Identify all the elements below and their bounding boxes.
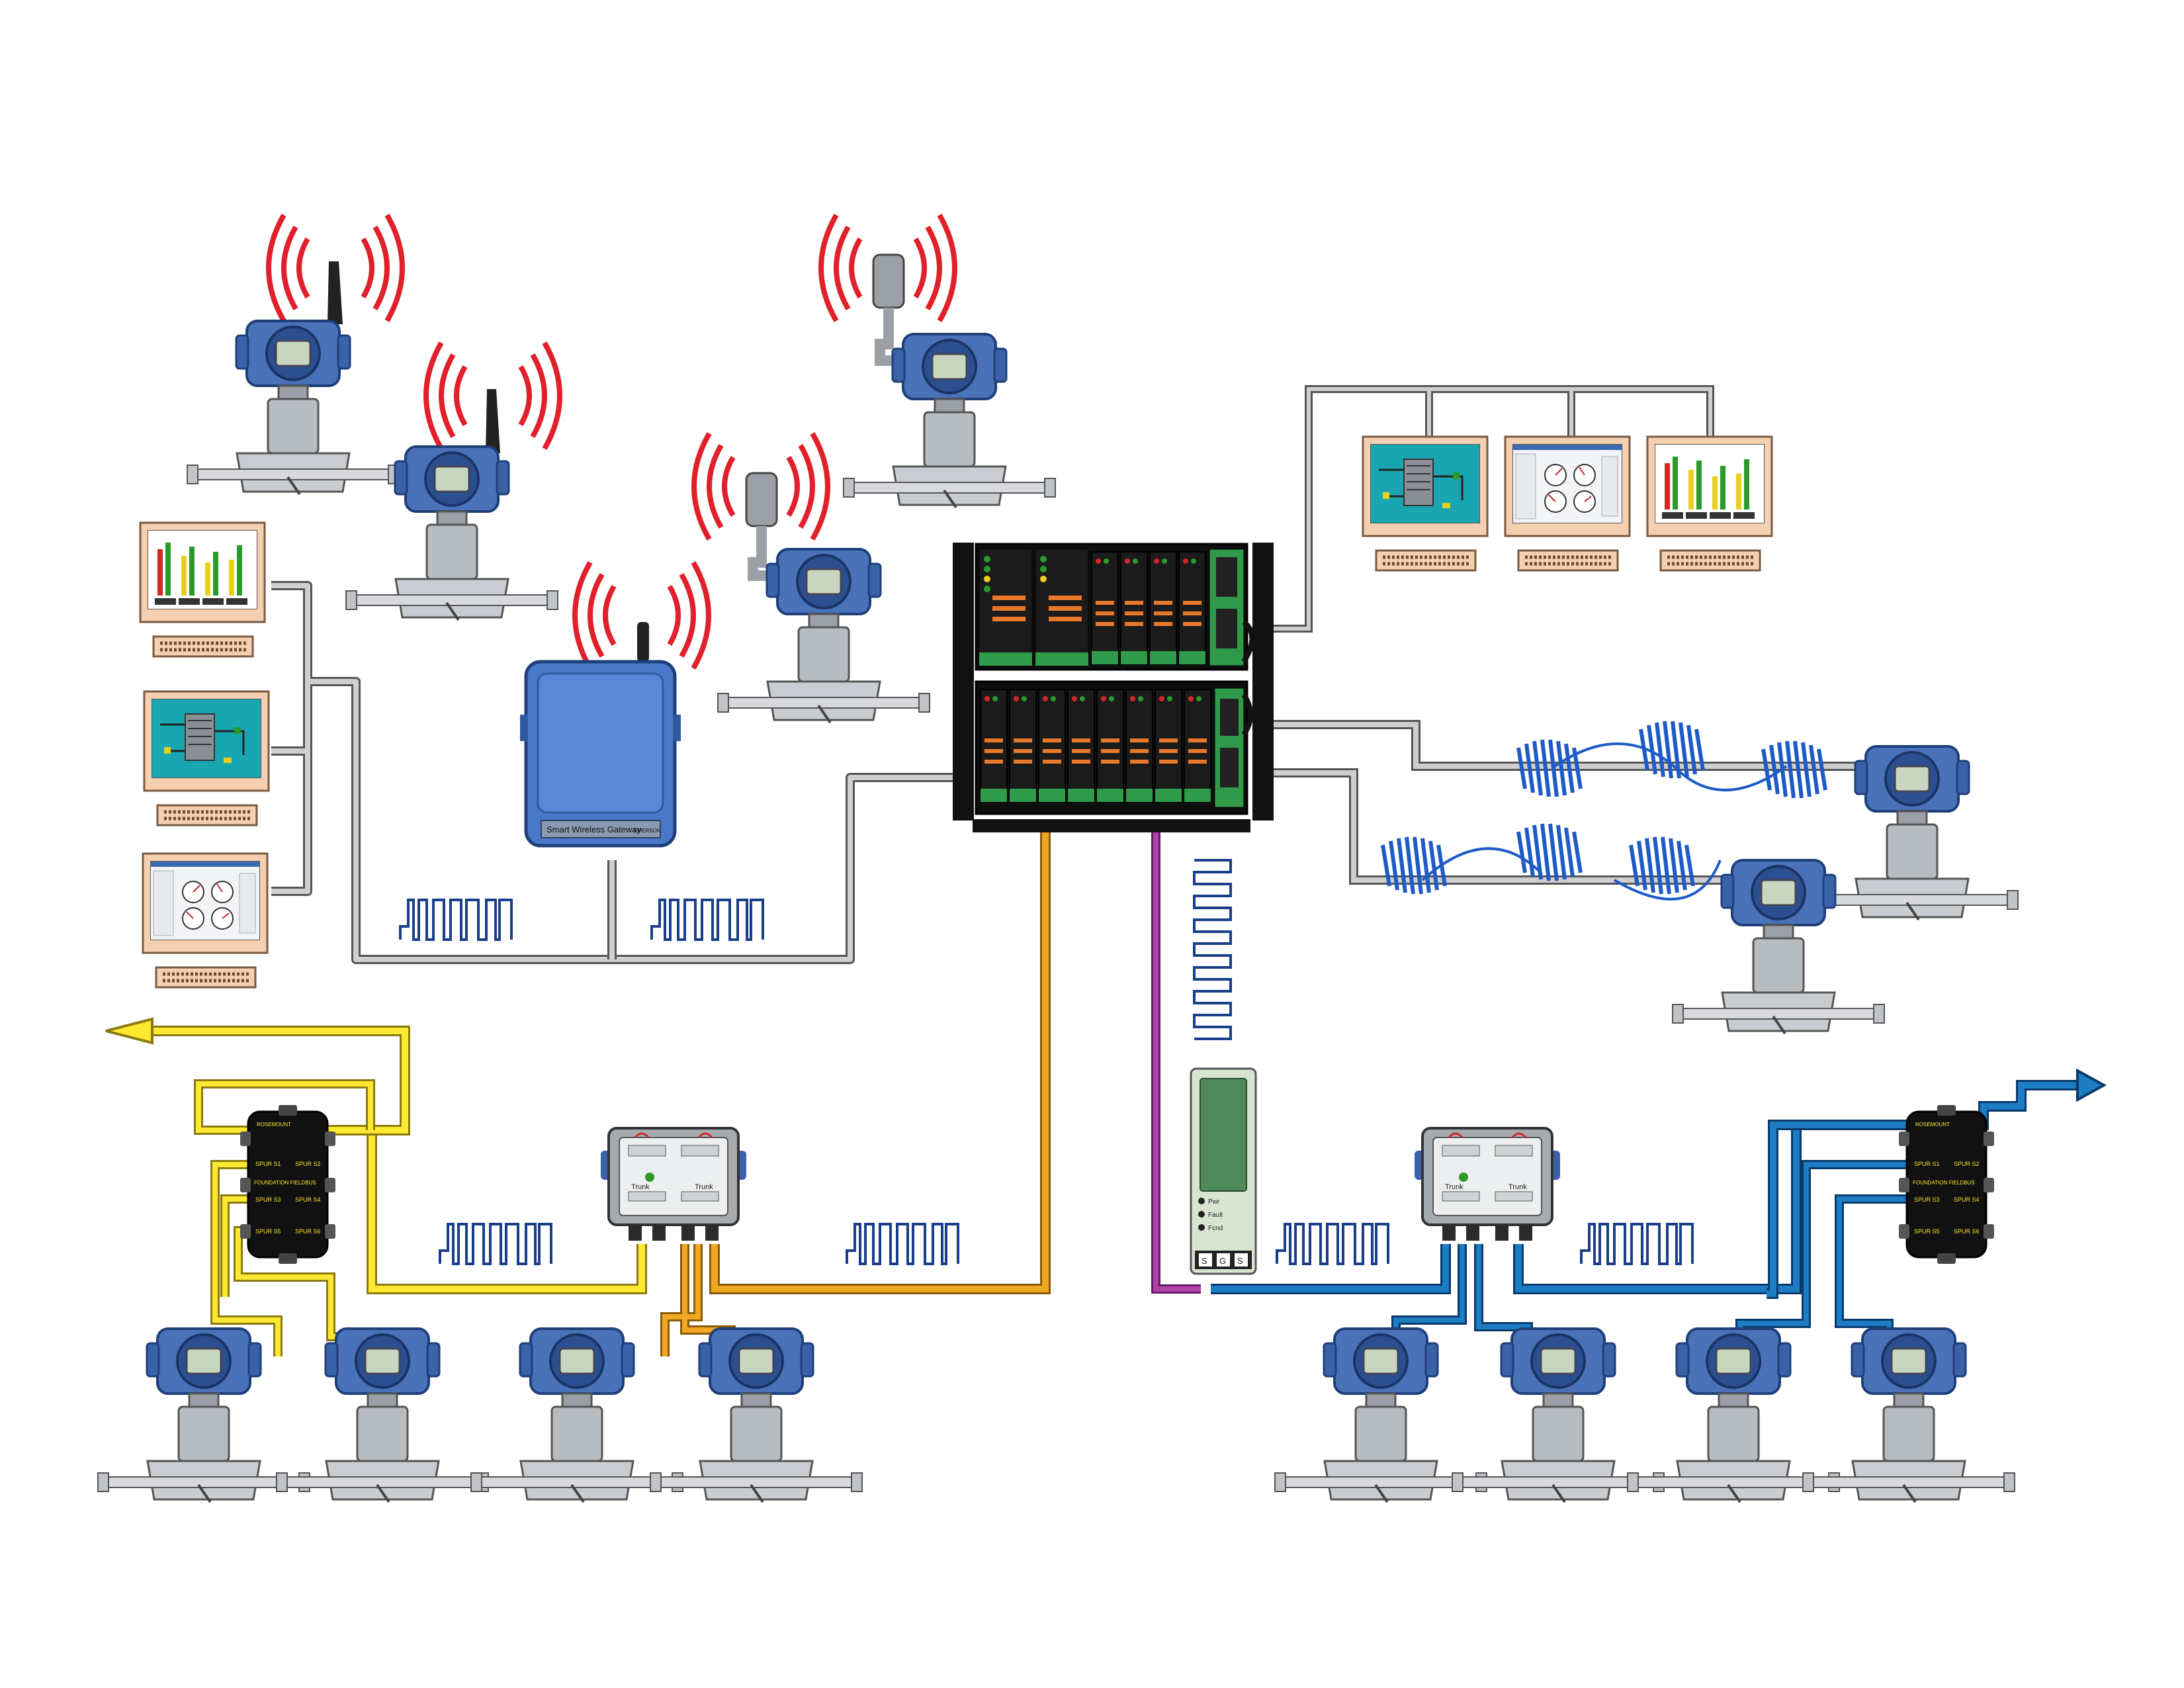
- power-conditioner-link: [1151, 830, 1201, 1294]
- io-card: [1009, 689, 1037, 803]
- spur-block-title: FOUNDATION FIELDBUS: [1913, 1180, 1975, 1186]
- antenna-icon: [328, 261, 343, 324]
- power-supply-module: [1209, 549, 1255, 666]
- controller-module: [979, 549, 1033, 666]
- terminal-g: G: [1219, 1256, 1226, 1266]
- wireless-transmitter-power-module[interactable]: [821, 215, 1057, 509]
- spur-block-brand: ROSEMOUNT: [257, 1122, 291, 1128]
- signal-wave-orange: [846, 1223, 959, 1265]
- power-module-icon: [745, 472, 778, 527]
- signal-wave-blue-left: [1276, 1223, 1389, 1265]
- spur-label-s1: SPUR S1: [1914, 1161, 1940, 1167]
- led-label-fault: Fault: [1208, 1212, 1223, 1219]
- power-module-icon: [872, 253, 905, 309]
- io-card: [1038, 689, 1066, 803]
- spur-label-s3: SPUR S3: [1914, 1196, 1940, 1203]
- workstation-gauges[interactable]: [143, 854, 267, 987]
- trunk-label: Trunk: [1445, 1183, 1463, 1191]
- spur-label-s2: SPUR S2: [1954, 1161, 1980, 1167]
- workstation-trend[interactable]: [140, 523, 265, 656]
- workstation-gauges[interactable]: [1505, 437, 1630, 570]
- io-card: [1096, 689, 1124, 803]
- control-network-left: [271, 581, 953, 964]
- wireless-transmitter[interactable]: [345, 343, 560, 621]
- led-label-fcnd: Fcnd: [1208, 1225, 1223, 1232]
- signal-wave-blue-right: [1580, 1223, 1694, 1265]
- fieldbus-transmitters-blue: [1274, 1327, 2016, 1503]
- spur-label-s4: SPUR S4: [295, 1196, 321, 1203]
- workstation-process-graphic[interactable]: [144, 691, 269, 825]
- wireless-transmitter[interactable]: [186, 215, 402, 496]
- controller-rack[interactable]: [953, 543, 1274, 832]
- io-card: [1178, 551, 1206, 665]
- spur-block-title: FOUNDATION FIELDBUS: [254, 1180, 316, 1186]
- pressure-transmitter[interactable]: [1805, 745, 2019, 921]
- spur-label-s1: SPUR S1: [255, 1161, 281, 1167]
- io-card: [980, 689, 1008, 803]
- spur-label-s2: SPUR S2: [295, 1161, 321, 1167]
- fieldbus-orange-segment: [660, 830, 1051, 1356]
- gateway-label: Smart Wireless Gateway: [546, 824, 642, 834]
- signal-wave-wireless-left: [399, 899, 513, 941]
- workstation-group-right: [1363, 437, 1772, 570]
- fieldbus-spur-block-right[interactable]: ROSEMOUNT SPUR S1 SPUR S2 FOUNDATION FIE…: [1898, 1104, 1995, 1265]
- workstation-process-graphic[interactable]: [1363, 437, 1487, 570]
- led-label-power: Pwr: [1208, 1198, 1220, 1206]
- spur-label-s6: SPUR S6: [295, 1228, 321, 1235]
- noise-coil: [1631, 837, 1693, 894]
- trunk-label: Trunk: [631, 1183, 650, 1191]
- controller-module: [1035, 549, 1089, 666]
- spur-label-s3: SPUR S3: [255, 1196, 281, 1203]
- io-card: [1149, 551, 1177, 665]
- trunk-label: Trunk: [1508, 1183, 1527, 1191]
- fieldbus-junction-box-right[interactable]: Trunk Trunk: [1413, 1127, 1561, 1242]
- io-card: [1125, 689, 1153, 803]
- io-card: [1155, 689, 1182, 803]
- io-card: [1091, 551, 1119, 665]
- fieldbus-yellow-segment: [105, 1017, 647, 1356]
- io-card: [1067, 689, 1095, 803]
- wireless-transmitter-power-module[interactable]: [694, 433, 931, 724]
- fieldbus-spur-block-left[interactable]: ROSEMOUNT SPUR S1 SPUR S2 FOUNDATION FIE…: [239, 1104, 337, 1265]
- trunk-label: Trunk: [695, 1183, 713, 1191]
- spur-block-brand: ROSEMOUNT: [1915, 1122, 1950, 1128]
- control-network-right: [1274, 385, 1714, 633]
- spur-label-s4: SPUR S4: [1954, 1196, 1980, 1203]
- fieldbus-transmitters-yellow: [97, 1327, 490, 1503]
- power-supply-module: [1214, 688, 1253, 808]
- noise-coil: [1518, 824, 1581, 881]
- workstation-trend[interactable]: [1647, 437, 1772, 570]
- fieldbus-junction-box-left[interactable]: Trunk Trunk: [599, 1127, 748, 1242]
- terminal-s2: S: [1237, 1256, 1243, 1266]
- fieldbus-power-conditioner[interactable]: Pwr Fault Fcnd S G S: [1190, 1067, 1257, 1275]
- smart-wireless-gateway[interactable]: Smart Wireless Gateway EMERSON: [520, 562, 709, 848]
- hart-signal-wave: [1193, 859, 1232, 1040]
- terminal-s1: S: [1201, 1256, 1207, 1266]
- antenna-icon: [486, 389, 500, 453]
- io-card: [1120, 551, 1148, 665]
- noise-interference: [1383, 721, 1825, 901]
- workstation-group-left: [140, 523, 269, 987]
- signal-wave-yellow: [439, 1223, 552, 1265]
- signal-waveforms: [399, 859, 1694, 1265]
- spur-label-s5: SPUR S5: [255, 1228, 281, 1235]
- gateway-logo: EMERSON: [634, 828, 661, 834]
- signal-wave-wireless-right: [650, 899, 764, 941]
- spur-label-s6: SPUR S6: [1954, 1228, 1980, 1235]
- io-card: [1184, 689, 1211, 803]
- noise-coil: [1383, 837, 1445, 894]
- spur-label-s5: SPUR S5: [1914, 1228, 1940, 1235]
